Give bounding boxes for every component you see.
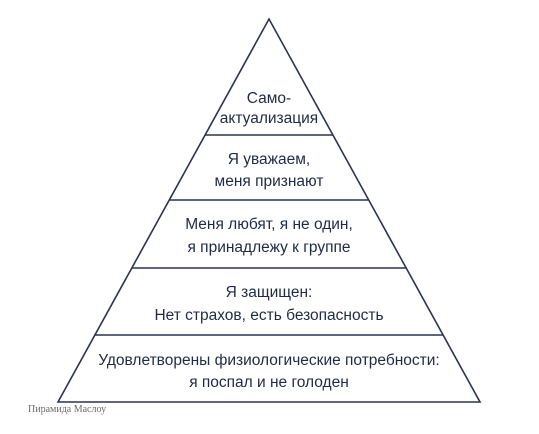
level-physiological-line-1: Удовлетворены физиологические потребност…	[98, 352, 439, 369]
level-physiological-line-2: я поспал и не голоден	[189, 374, 349, 391]
level-belonging-line-1: Меня любят, я не один,	[185, 216, 353, 233]
level-safety-line-1: Я защищен:	[226, 284, 313, 301]
figure-caption: Пирамида Маслоу	[28, 404, 107, 415]
level-safety-line-2: Нет страхов, есть безопасность	[154, 307, 383, 324]
level-self-actualization-line-2: актуализация	[220, 110, 318, 127]
level-belonging-line-2: я принадлежу к группе	[187, 239, 350, 256]
pyramid-outline	[56, 17, 482, 403]
level-esteem-line-1: Я уважаем,	[228, 151, 311, 168]
level-esteem-line-2: меня признают	[215, 173, 324, 190]
level-self-actualization-line-1: Само-	[247, 90, 291, 107]
